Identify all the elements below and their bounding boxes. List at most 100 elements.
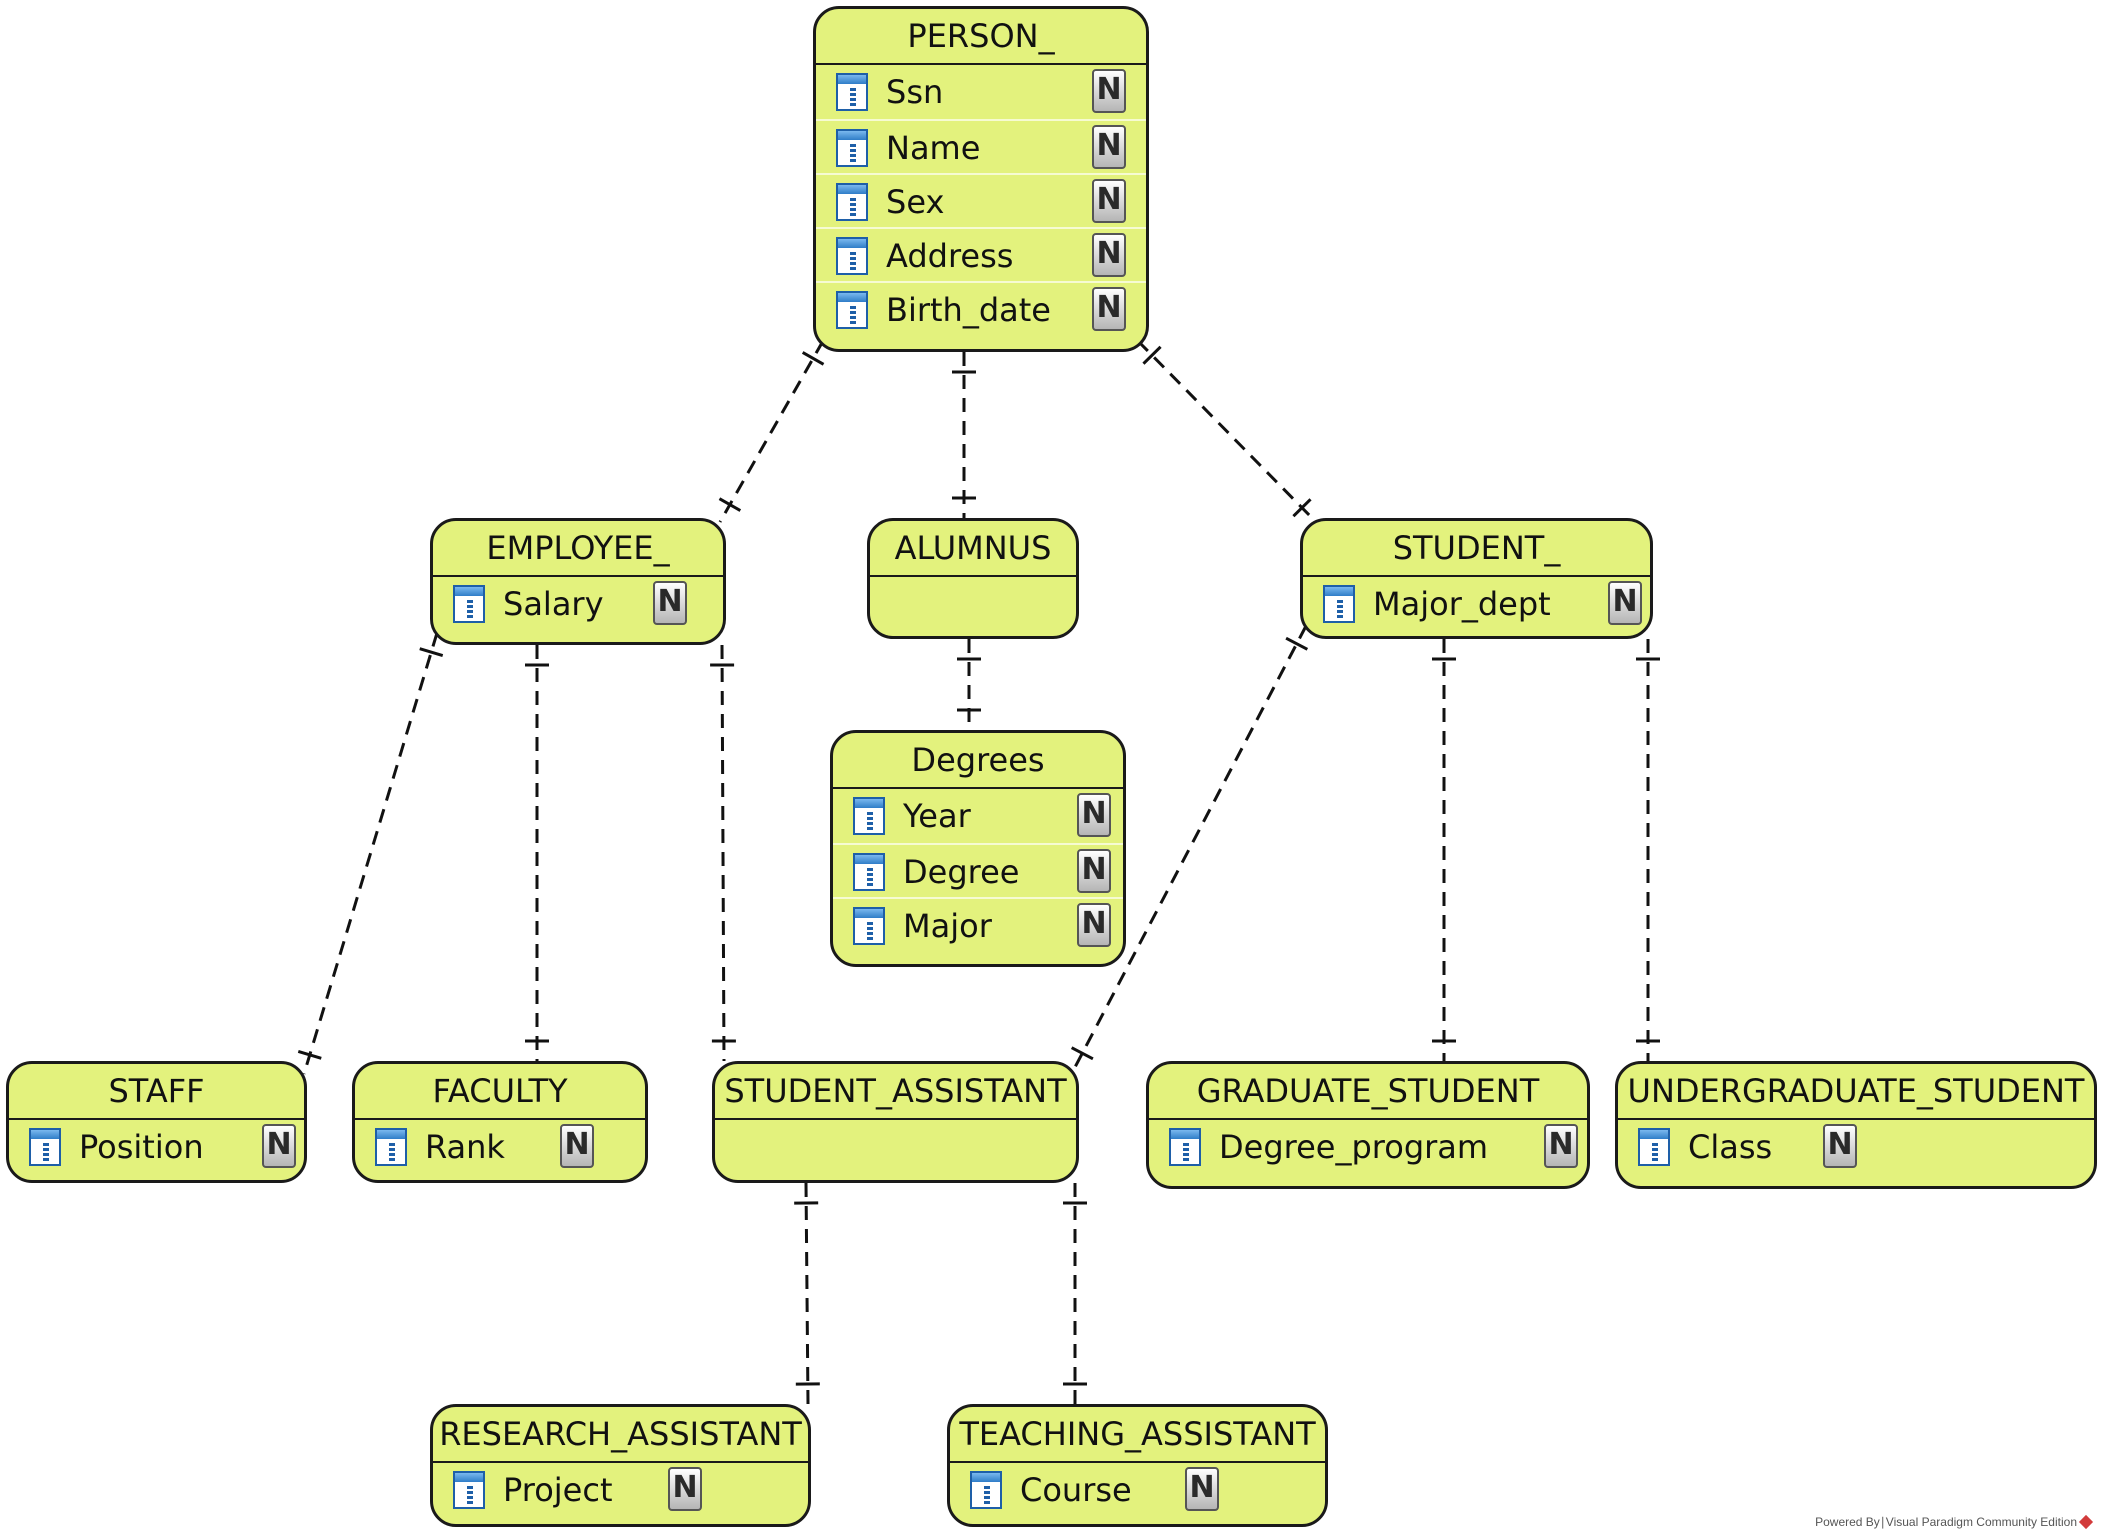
relationship-line	[718, 340, 825, 523]
cardinality-one-mark	[1142, 345, 1162, 365]
column-icon	[970, 1471, 1002, 1509]
relationship-student-undergraduate-student[interactable]	[1636, 639, 1660, 1061]
nullable-n-icon	[1823, 1124, 1857, 1168]
entity-title: Degrees	[833, 733, 1123, 789]
nullable-n-icon	[1608, 581, 1642, 625]
attribute-row[interactable]: Birth_date	[816, 281, 1146, 335]
relationship-alumnus-degrees[interactable]	[957, 639, 981, 730]
attribute-row[interactable]: Major_dept	[1303, 577, 1650, 631]
column-icon	[1638, 1128, 1670, 1166]
attribute-name: Address	[886, 237, 1014, 275]
entity-staff[interactable]: STAFF Position	[6, 1061, 307, 1183]
entity-employee[interactable]: EMPLOYEE_Salary	[430, 518, 726, 645]
entity-degrees[interactable]: DegreesYearDegreeMajor	[830, 730, 1126, 967]
visual-paradigm-logo-icon	[2078, 1514, 2094, 1530]
cardinality-one-mark	[1285, 636, 1309, 651]
attribute-row[interactable]: Year	[833, 789, 1123, 843]
nullable-n-icon	[1077, 793, 1111, 837]
nullable-n-icon	[1092, 233, 1126, 277]
attribute-row[interactable]: Ssn	[816, 65, 1146, 119]
column-icon	[29, 1128, 61, 1166]
entity-title: STUDENT_ASSISTANT	[715, 1064, 1076, 1120]
entity-title: STAFF	[9, 1064, 304, 1120]
column-icon	[453, 585, 485, 623]
entity-title: TEACHING_ASSISTANT	[950, 1407, 1325, 1463]
relationship-student-graduate-student[interactable]	[1432, 639, 1456, 1061]
column-icon	[853, 797, 885, 835]
attribute-name: Name	[886, 129, 981, 167]
entity-person[interactable]: PERSON_ SsnNameSexAddressBirth_date	[813, 6, 1149, 352]
attribute-name: Course	[1020, 1471, 1132, 1509]
nullable-n-icon	[1092, 287, 1126, 331]
nullable-n-icon	[1544, 1124, 1578, 1168]
relationship-line	[1136, 339, 1318, 524]
attribute-row[interactable]: Class	[1618, 1120, 2094, 1174]
footer-watermark: Powered By∣Visual Paradigm Community Edi…	[1815, 1514, 2094, 1530]
cardinality-one-mark	[718, 497, 742, 512]
attribute-row[interactable]: Position	[9, 1120, 304, 1174]
attribute-row[interactable]: Address	[816, 227, 1146, 281]
relationship-person-employee[interactable]	[718, 340, 825, 523]
relationship-employee-faculty[interactable]	[525, 645, 549, 1061]
relationship-person-student[interactable]	[1136, 339, 1318, 524]
attribute-name: Birth_date	[886, 291, 1051, 329]
attribute-row[interactable]: Major	[833, 897, 1123, 951]
cardinality-one-mark	[1292, 498, 1312, 518]
nullable-n-icon	[1185, 1467, 1219, 1511]
attribute-row[interactable]: Degree	[833, 843, 1123, 897]
entity-title: EMPLOYEE_	[433, 521, 723, 577]
relationship-student-student-assistant[interactable]	[1070, 625, 1309, 1072]
nullable-n-icon	[653, 581, 687, 625]
cardinality-one-mark	[419, 647, 444, 658]
column-icon	[375, 1128, 407, 1166]
attribute-name: Ssn	[886, 73, 944, 111]
entity-title: ALUMNUS	[870, 521, 1076, 577]
attribute-row[interactable]: Course	[950, 1463, 1325, 1517]
column-icon	[836, 291, 868, 329]
nullable-n-icon	[560, 1124, 594, 1168]
cardinality-one-mark	[1070, 1046, 1094, 1061]
attribute-name: Position	[79, 1128, 204, 1166]
attribute-row[interactable]: Name	[816, 119, 1146, 173]
attribute-row[interactable]: Sex	[816, 173, 1146, 227]
attribute-row[interactable]: Rank	[355, 1120, 645, 1174]
nullable-n-icon	[262, 1124, 296, 1168]
relationship-student-assistant-research-assistant[interactable]	[794, 1182, 820, 1405]
relationship-employee-student-assistant[interactable]	[710, 644, 736, 1062]
entity-title: UNDERGRADUATE_STUDENT	[1618, 1064, 2094, 1120]
entity-teaching-assistant[interactable]: TEACHING_ASSISTANT Course	[947, 1404, 1328, 1527]
attribute-row[interactable]: Degree_program	[1149, 1120, 1587, 1174]
relationship-employee-staff[interactable]	[297, 632, 444, 1075]
attribute-name: Rank	[425, 1128, 505, 1166]
entity-faculty[interactable]: FACULTY Rank	[352, 1061, 648, 1183]
entity-title: FACULTY	[355, 1064, 645, 1120]
attribute-name: Major_dept	[1373, 585, 1551, 623]
entity-title: PERSON_	[816, 9, 1146, 65]
attribute-row[interactable]: Project	[433, 1463, 808, 1517]
entity-title: STUDENT_	[1303, 521, 1650, 577]
entity-student-assistant[interactable]: STUDENT_ASSISTANT	[712, 1061, 1079, 1183]
attribute-row[interactable]: Salary	[433, 577, 723, 631]
entity-student[interactable]: STUDENT_ Major_dept	[1300, 518, 1653, 639]
entity-title: GRADUATE_STUDENT	[1149, 1064, 1587, 1120]
nullable-n-icon	[1092, 69, 1126, 113]
column-icon	[1169, 1128, 1201, 1166]
column-icon	[853, 853, 885, 891]
column-icon	[836, 237, 868, 275]
attribute-name: Major	[903, 907, 992, 945]
entity-title: RESEARCH_ASSISTANT	[433, 1407, 808, 1463]
entity-alumnus[interactable]: ALUMNUS	[867, 518, 1079, 639]
nullable-n-icon	[1077, 903, 1111, 947]
attribute-name: Year	[903, 797, 971, 835]
column-icon	[853, 907, 885, 945]
relationship-student-assistant-teaching-assistant[interactable]	[1063, 1183, 1087, 1404]
relationship-line	[1071, 625, 1308, 1072]
relationship-person-alumnus[interactable]	[952, 352, 976, 518]
column-icon	[1323, 585, 1355, 623]
column-icon	[836, 129, 868, 167]
